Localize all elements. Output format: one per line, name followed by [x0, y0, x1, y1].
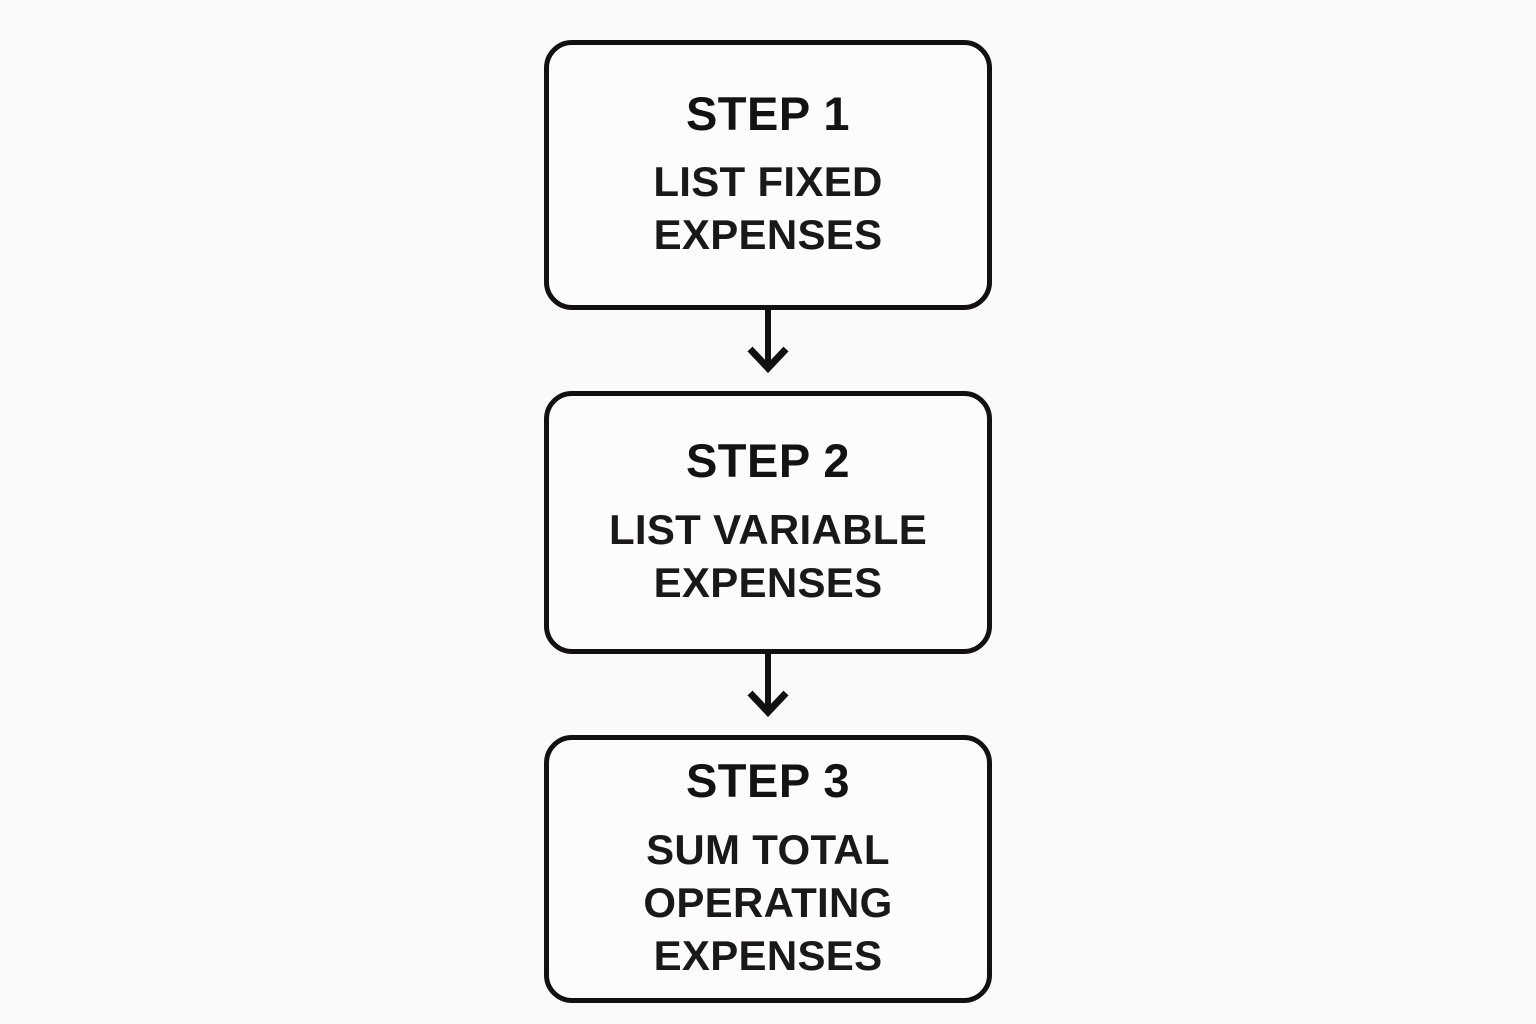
- step-3-title: STEP 3: [685, 754, 851, 808]
- step-3-line-2: OPERATING: [643, 878, 893, 926]
- step-box-1: STEP 1 LIST FIXED EXPENSES: [544, 40, 992, 310]
- step-3-description: SUM TOTAL OPERATING EXPENSES: [643, 824, 892, 983]
- step-1-title: STEP 1: [685, 86, 851, 140]
- down-arrow-icon: [747, 310, 789, 374]
- step-2-title: STEP 2: [685, 434, 851, 488]
- step-2-description: LIST VARIABLE EXPENSES: [609, 504, 927, 610]
- step-3-line-3: EXPENSES: [653, 931, 883, 979]
- down-arrow-icon: [747, 654, 789, 718]
- step-box-2: STEP 2 LIST VARIABLE EXPENSES: [544, 391, 992, 654]
- step-1-description: LIST FIXED EXPENSES: [653, 156, 882, 262]
- step-1-line-1: LIST FIXED: [653, 158, 883, 206]
- arrow-wrap-2: [745, 654, 791, 735]
- step-1-line-2: EXPENSES: [653, 211, 883, 259]
- step-2-line-1: LIST VARIABLE: [608, 505, 928, 553]
- arrow-wrap-1: [745, 310, 791, 391]
- step-box-3: STEP 3 SUM TOTAL OPERATING EXPENSES: [544, 735, 992, 1003]
- step-2-line-2: EXPENSES: [653, 558, 883, 606]
- step-3-line-1: SUM TOTAL: [646, 825, 890, 873]
